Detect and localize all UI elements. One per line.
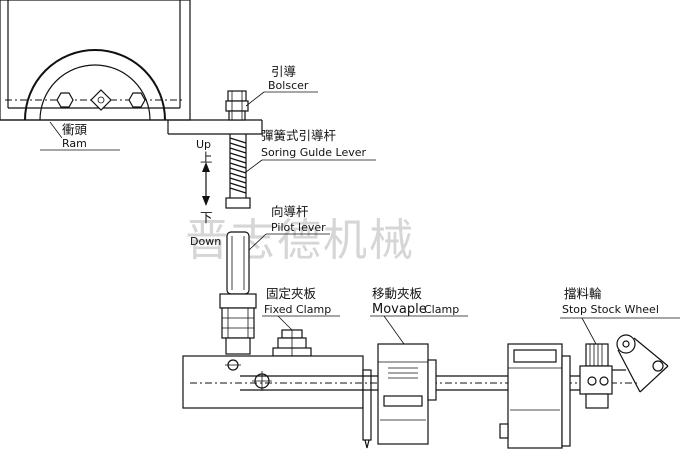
fixed-label-en: Fixed Clamp — [264, 303, 331, 316]
ram-label: 衝頭 Ram — [40, 121, 120, 151]
fixed-label: 固定夾板 Fixed Clamp — [262, 286, 340, 331]
pilot-lever — [219, 231, 257, 355]
ram-label-zh: 衝頭 — [62, 122, 88, 137]
spring-label-zh: 彈簧式引導杆 — [261, 128, 337, 143]
pilot-bolt — [225, 90, 249, 121]
up-label-en: Up — [196, 138, 211, 151]
ram-label-en: Ram — [62, 137, 87, 150]
stroke-arrow: Up 上 下 Down — [190, 138, 221, 248]
movable-label-en-a: Movaple — [372, 302, 427, 317]
movable-label-zh: 移動夾板 — [372, 286, 423, 301]
down-label-zh: 下 — [200, 210, 213, 225]
movable-clamp — [377, 343, 437, 445]
lever-label-zh: 向導杆 — [271, 204, 309, 219]
stop-label-en: Stop Stock Wheel — [562, 303, 659, 316]
ram-assembly — [0, 0, 263, 135]
up-label-zh: 上 — [200, 150, 213, 165]
movable-label: 移動夾板 Movaple Clamp — [370, 286, 468, 345]
stop-label: 擋料輪 Stop Stock Wheel — [560, 286, 680, 345]
pilot-label: 引導 Bolscer — [245, 64, 318, 107]
stop-stock-wheel — [579, 334, 669, 409]
fixed-label-zh: 固定夾板 — [266, 286, 317, 301]
spring-label: 彈簧式引導杆 Soring Gulde Lever — [245, 128, 376, 173]
spring-label-en: Soring Gulde Lever — [261, 146, 367, 159]
fixed-clamp — [272, 329, 312, 357]
down-label-en: Down — [190, 235, 221, 248]
pilot-label-zh: 引導 — [271, 64, 296, 79]
watermark-text: 晋志德机械 — [185, 215, 415, 266]
lever-label: 向導杆 Pilot lever — [248, 204, 330, 251]
second-clamp — [499, 343, 571, 449]
movable-label-en-b: Clamp — [424, 303, 459, 316]
base-block — [182, 355, 372, 449]
pilot-label-en: Bolscer — [268, 79, 309, 92]
stop-label-zh: 擋料輪 — [564, 286, 602, 301]
lever-label-en: Pilot lever — [271, 221, 326, 234]
spring-guide-lever — [225, 134, 251, 209]
